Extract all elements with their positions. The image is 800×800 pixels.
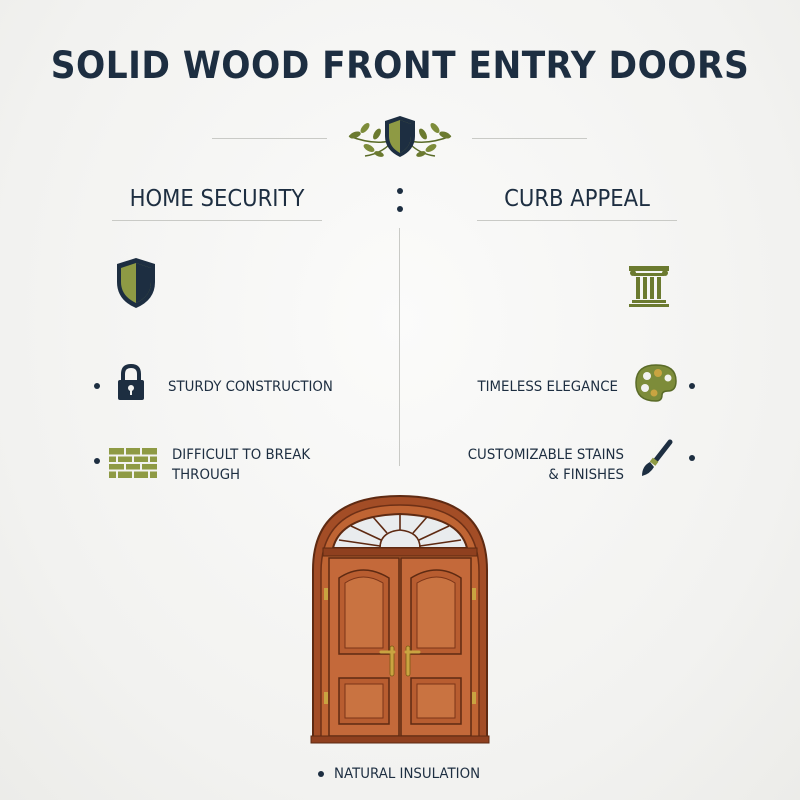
- feature-natural-insulation: NATURAL INSULATION: [334, 766, 481, 782]
- home-security-underline: [112, 220, 322, 221]
- feature-sturdy-construction: STURDY CONSTRUCTION: [168, 379, 333, 395]
- feature-timeless-elegance: TIMELESS ELEGANCE: [477, 379, 618, 395]
- feature-difficult-to-break-through: DIFFICULT TO BREAK THROUGH: [172, 445, 356, 485]
- palette-icon: [634, 363, 678, 403]
- double-door-icon: [305, 492, 495, 744]
- bullet-dot: [689, 455, 695, 461]
- separator-dot-top: [397, 188, 403, 194]
- shield-icon: [114, 256, 158, 310]
- curb-appeal-underline: [477, 220, 677, 221]
- feature-line: CUSTOMIZABLE STAINS: [467, 447, 624, 463]
- paintbrush-icon: [638, 438, 676, 478]
- bullet-dot: [94, 458, 100, 464]
- feature-line: THROUGH: [172, 467, 241, 483]
- curb-appeal-heading: CURB APPEAL: [504, 186, 650, 212]
- feature-line: & FINISHES: [548, 467, 624, 483]
- bullet-dot: [94, 383, 100, 389]
- page-title: SOLID WOOD FRONT ENTRY DOORS: [50, 44, 750, 87]
- bullet-dot: [689, 383, 695, 389]
- feature-customizable-stains-finishes: CUSTOMIZABLE STAINS & FINISHES: [422, 445, 624, 485]
- divider-left: [212, 138, 327, 139]
- brick-wall-icon: [109, 448, 157, 478]
- divider-right: [472, 138, 587, 139]
- home-security-heading: HOME SECURITY: [129, 186, 305, 212]
- bullet-dot: [318, 771, 324, 777]
- column-icon: [626, 262, 672, 308]
- padlock-icon: [116, 364, 146, 402]
- separator-dot-bottom: [397, 206, 403, 212]
- laurel-shield-emblem-icon: [335, 110, 465, 164]
- feature-line: DIFFICULT TO BREAK: [172, 447, 311, 463]
- center-divider: [399, 228, 400, 466]
